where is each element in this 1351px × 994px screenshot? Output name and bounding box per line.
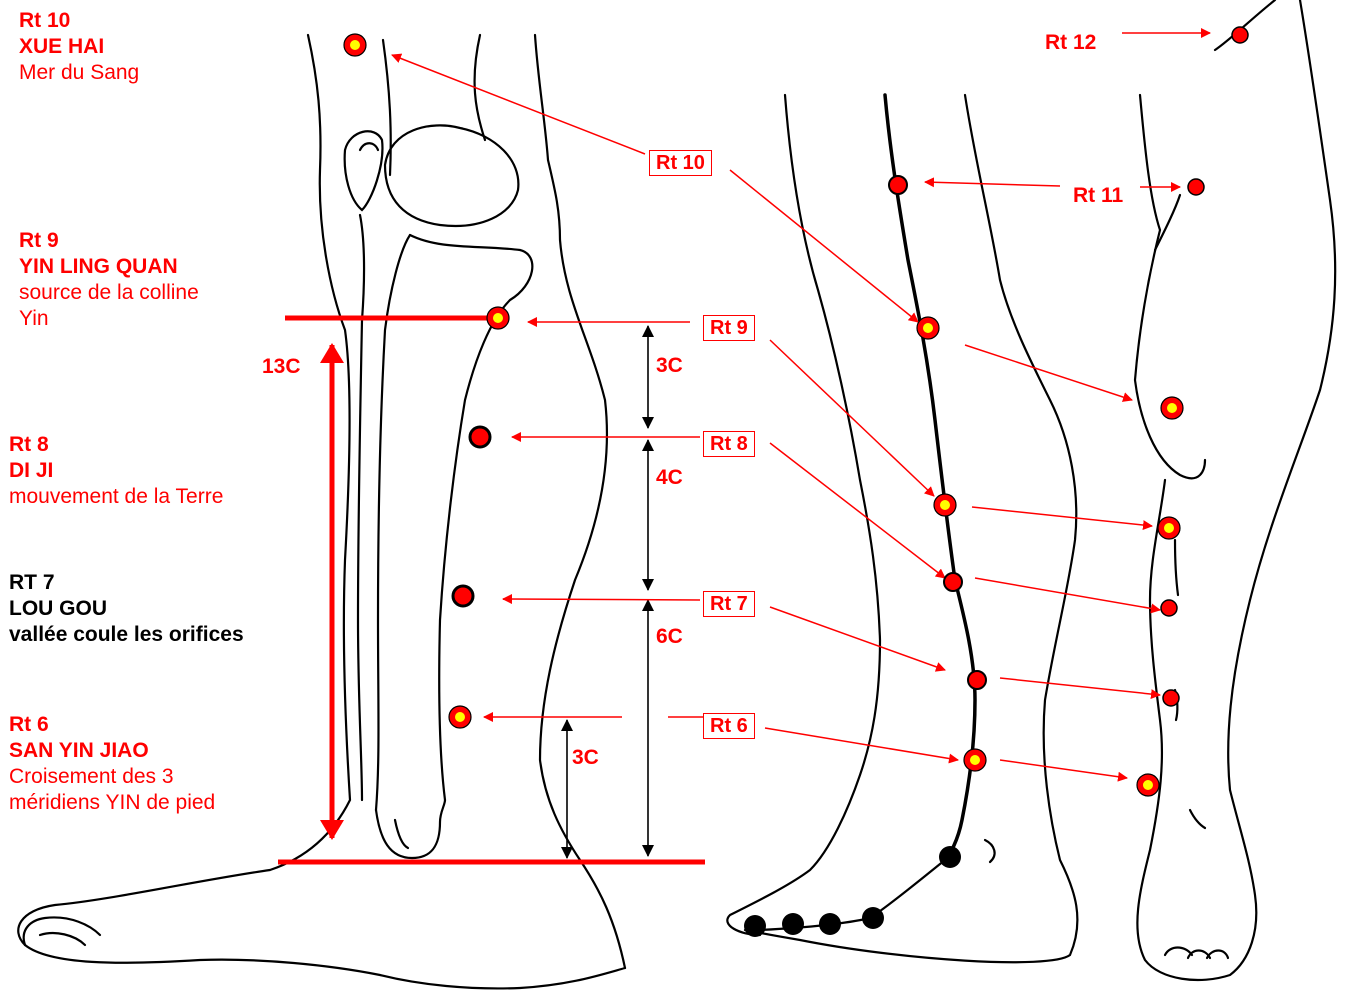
right-pointers xyxy=(730,33,1210,778)
label-rt10: Rt 10 XUE HAI Mer du Sang xyxy=(19,8,139,86)
point-rt10-mid xyxy=(917,317,939,339)
label-rt9: Rt 9 YIN LING QUAN source de la colline … xyxy=(19,228,199,332)
measure-3c-top: 3C xyxy=(656,354,683,378)
label-rt6-name: SAN YIN JIAO xyxy=(9,738,215,764)
measure-4c: 4C xyxy=(656,466,683,490)
label-rt7-code: RT 7 xyxy=(9,570,244,596)
label-rt9-meaning-2: Yin xyxy=(19,306,199,332)
point-rt7-right xyxy=(1163,690,1179,706)
label-rt6-meaning-1: Croisement des 3 xyxy=(9,764,215,790)
label-rt11: Rt 11 xyxy=(1073,184,1123,208)
point-rt10-right xyxy=(1161,397,1183,419)
label-rt8-meaning: mouvement de la Terre xyxy=(9,484,223,510)
box-rt6: Rt 6 xyxy=(703,713,755,739)
point-rt9-right xyxy=(1158,517,1180,539)
box-rt7: Rt 7 xyxy=(703,591,755,617)
point-rt6-right xyxy=(1137,774,1159,796)
point-rt7-left xyxy=(453,586,473,606)
point-rt6-mid xyxy=(964,749,986,771)
point-rt10-left xyxy=(344,34,366,56)
label-rt8: Rt 8 DI JI mouvement de la Terre xyxy=(9,432,223,510)
point-rt9-mid xyxy=(934,494,956,516)
point-rt6-left xyxy=(449,706,471,728)
box-rt10: Rt 10 xyxy=(649,150,712,176)
point-rt7-mid xyxy=(968,671,986,689)
label-rt9-name: YIN LING QUAN xyxy=(19,254,199,280)
measure-6c: 6C xyxy=(656,625,683,649)
point-rt8-left xyxy=(470,427,490,447)
measure-arrows xyxy=(567,326,648,858)
point-rt9-left xyxy=(487,307,509,329)
right-legs-outline xyxy=(727,0,1335,980)
label-rt7: RT 7 LOU GOU vallée coule les orifices xyxy=(9,570,244,648)
label-rt9-code: Rt 9 xyxy=(19,228,199,254)
left-leg-outline xyxy=(18,35,625,988)
box-rt9: Rt 9 xyxy=(703,315,755,341)
label-rt8-name: DI JI xyxy=(9,458,223,484)
box-rt8: Rt 8 xyxy=(703,431,755,457)
label-rt7-name: LOU GOU xyxy=(9,596,244,622)
label-rt10-code: Rt 10 xyxy=(19,8,139,34)
label-rt12: Rt 12 xyxy=(1045,31,1096,55)
label-rt9-meaning-1: source de la colline xyxy=(19,280,199,306)
point-rt8-mid xyxy=(944,573,962,591)
point-rt11-mid xyxy=(889,176,907,194)
label-rt10-meaning: Mer du Sang xyxy=(19,60,139,86)
label-rt6-code: Rt 6 xyxy=(9,712,215,738)
measure-3c-bottom: 3C xyxy=(572,746,599,770)
point-rt11-right xyxy=(1188,179,1204,195)
label-rt10-name: XUE HAI xyxy=(19,34,139,60)
acu-points xyxy=(344,27,1248,937)
point-rt12-right xyxy=(1232,27,1248,43)
point-rt8-right xyxy=(1161,600,1177,616)
label-rt8-code: Rt 8 xyxy=(9,432,223,458)
label-rt6-meaning-2: méridiens YIN de pied xyxy=(9,790,215,816)
label-rt7-meaning: vallée coule les orifices xyxy=(9,622,244,648)
label-rt6: Rt 6 SAN YIN JIAO Croisement des 3 mérid… xyxy=(9,712,215,816)
measure-13c: 13C xyxy=(262,355,301,379)
